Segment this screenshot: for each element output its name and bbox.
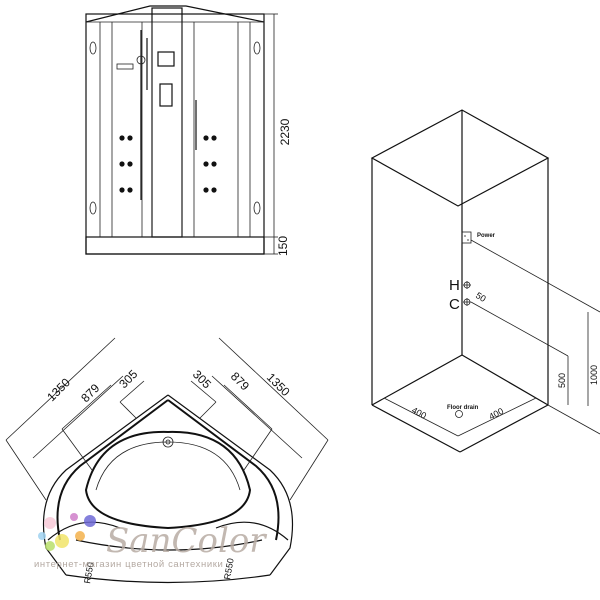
right-outer-dimension: 1350	[264, 370, 293, 399]
watermark-tagline: интернет-магазин цветной сантехники	[34, 559, 223, 570]
front-elevation: 2230 150	[85, 5, 292, 256]
cold-label: C	[449, 296, 460, 313]
massage-jets-right	[203, 135, 217, 193]
left-radius-dimension: R550	[82, 561, 96, 584]
left-depth-dimension: 400	[410, 405, 428, 421]
iso-top	[370, 109, 550, 207]
watermark: SanColor интернет-магазин цветной сантех…	[34, 513, 267, 570]
right-depth-dimension: 400	[487, 406, 505, 422]
cold-inlet-icon	[463, 298, 471, 306]
inlet-height-dimension: 500	[557, 373, 567, 388]
floor-drain-icon	[455, 410, 463, 418]
watermark-dot	[45, 541, 55, 551]
watermark-brand: SanColor	[106, 521, 267, 561]
isometric-view: 400 400 Floor drain Power H C 50 500 100…	[370, 109, 600, 453]
hot-inlet-icon	[463, 281, 471, 289]
watermark-dot	[70, 513, 78, 521]
watermark-dot	[84, 515, 96, 527]
shelf	[116, 63, 134, 70]
watermark-dots	[38, 513, 96, 551]
floor-drain-label: Floor drain	[447, 405, 479, 411]
tray-bowl	[84, 430, 252, 530]
height-dimension: 2230	[278, 118, 292, 145]
power-socket-icon	[461, 231, 472, 244]
right-inner-dimension: 305	[190, 367, 214, 391]
pipe-spacing-dimension: 50	[474, 290, 488, 304]
base-dimension: 150	[276, 236, 290, 256]
hot-label: H	[449, 277, 460, 294]
power-height-dimension: 1000	[589, 365, 599, 385]
watermark-dot	[75, 531, 85, 541]
watermark-dot	[38, 532, 46, 540]
watermark-dot	[55, 534, 69, 548]
massage-jets-left	[119, 135, 133, 193]
plan-right-wall	[167, 394, 294, 576]
door-arc	[65, 574, 271, 584]
plan-left-wall-inner	[56, 399, 169, 541]
left-mid-dimension: 879	[78, 381, 102, 405]
cabin-roof	[85, 5, 265, 23]
seat-left	[47, 521, 121, 541]
watermark-dot	[44, 517, 56, 529]
seat-right	[215, 521, 289, 541]
left-outer-dimension: 1350	[44, 375, 73, 404]
plan-drain-icon	[162, 436, 174, 448]
right-mid-dimension: 879	[228, 369, 252, 393]
mirror	[159, 83, 173, 107]
front-arc	[75, 539, 263, 551]
cabin-outline	[85, 13, 265, 255]
shower-tray	[85, 236, 265, 255]
power-label: Power	[477, 233, 496, 239]
control-display	[157, 51, 175, 67]
central-panel	[151, 7, 183, 238]
plan-right-wall-inner	[167, 399, 280, 541]
right-radius-dimension: R550	[222, 557, 236, 580]
